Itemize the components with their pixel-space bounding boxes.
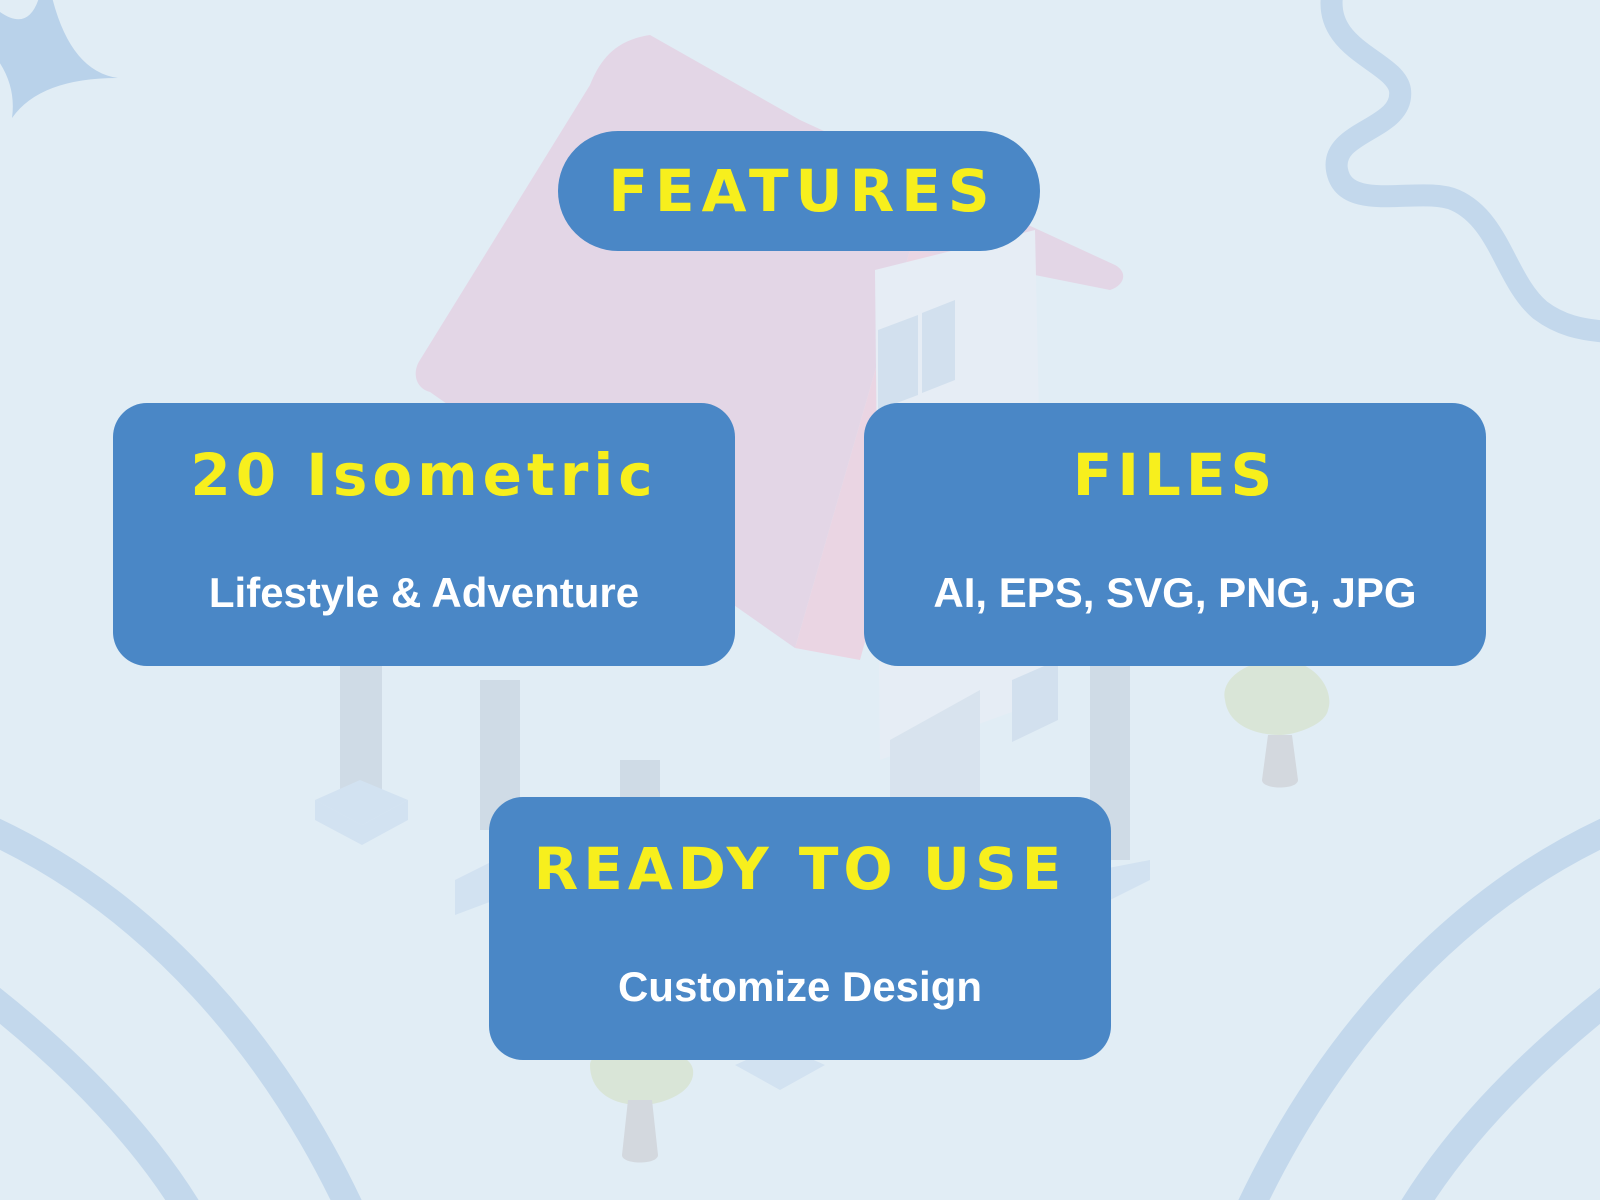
card-subtitle: AI, EPS, SVG, PNG, JPG [933, 569, 1417, 616]
feature-card-ready-to-use: READY TO USE Customize Design [489, 797, 1111, 1060]
arc-rings-icon [1238, 818, 1600, 1200]
feature-card-isometric: 20 Isometric Lifestyle & Adventure [113, 403, 735, 666]
features-badge: FEATURES [558, 131, 1040, 251]
squiggle-line-icon [1320, 0, 1600, 343]
card-subtitle: Lifestyle & Adventure [208, 569, 640, 616]
card-title: 20 Isometric [190, 441, 658, 509]
card-title: FILES [1072, 441, 1278, 509]
tree-icon [590, 1050, 694, 1163]
card-subtitle: Customize Design [617, 963, 983, 1010]
feature-card-files: FILES AI, EPS, SVG, PNG, JPG [864, 403, 1486, 666]
tree-icon [1224, 660, 1330, 788]
card-title: READY TO USE [533, 835, 1067, 903]
arc-rings-icon [0, 818, 362, 1200]
sparkle-icon [0, 0, 118, 118]
features-heading: FEATURES [608, 157, 997, 225]
